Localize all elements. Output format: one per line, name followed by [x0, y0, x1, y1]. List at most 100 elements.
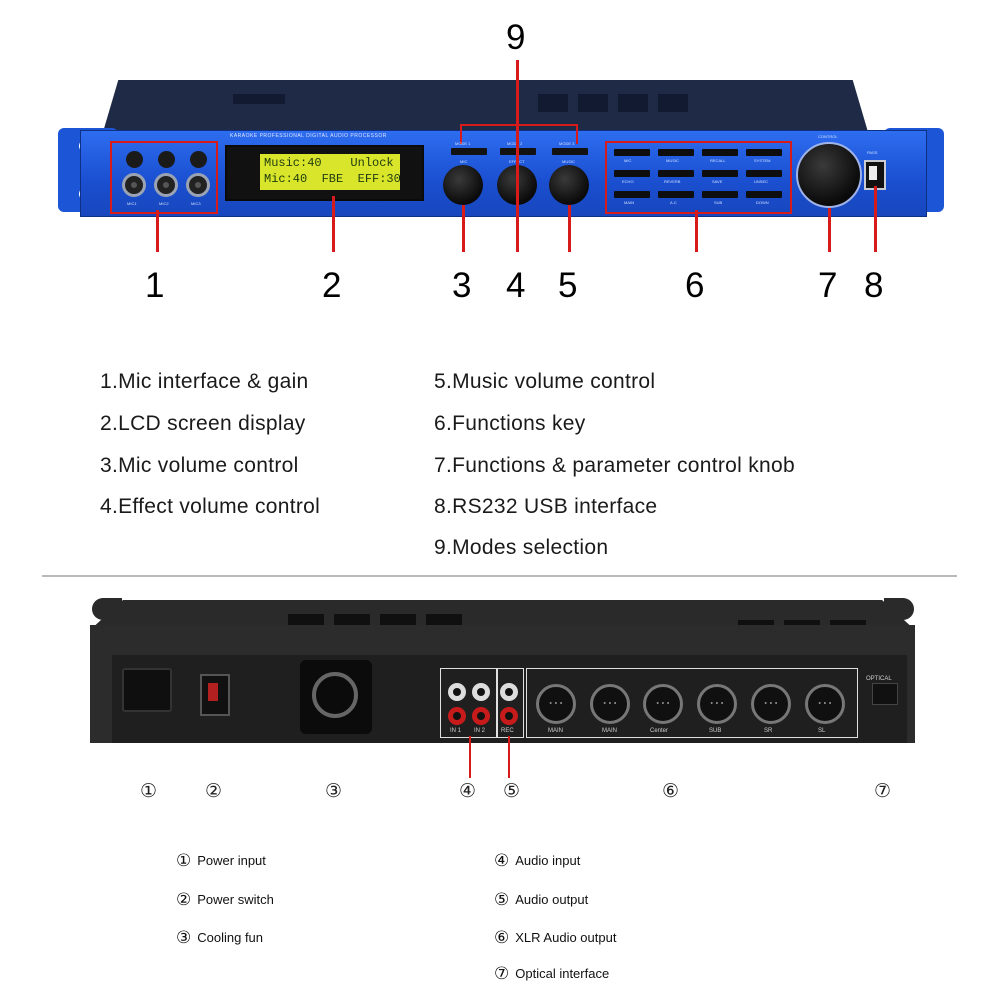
legend-item-5: 5.Music volume control: [434, 370, 656, 393]
xlr-label: Center: [650, 728, 669, 734]
legend-text: Power switch: [197, 892, 274, 907]
xlr-output-main-2[interactable]: [590, 684, 630, 724]
lcd-screen: Music:40 Unlock Mic:40 FBE EFF:30: [260, 154, 401, 190]
function-key-reverb[interactable]: [658, 170, 694, 177]
mode-1-label: MODE 1: [455, 141, 471, 146]
legend-item-4: 4.Effect volume control: [100, 495, 321, 518]
mic3-jack[interactable]: [186, 173, 210, 197]
mode-1-button[interactable]: [451, 148, 487, 155]
function-key-unsec[interactable]: [746, 170, 782, 177]
function-key-recall[interactable]: [702, 149, 738, 156]
xlr-output-center[interactable]: [643, 684, 683, 724]
rear-legend-5: ⑤ Audio output: [494, 889, 588, 909]
input-1-rca-red[interactable]: [448, 707, 466, 725]
function-key-echo[interactable]: [614, 170, 650, 177]
xlr-output-box: [526, 668, 858, 738]
callout-3: 3: [452, 266, 472, 305]
top-vent: [658, 94, 688, 112]
mic3-label: MIC3: [191, 201, 201, 206]
xlr-output-sub[interactable]: [697, 684, 737, 724]
mic3-gain-knob[interactable]: [190, 151, 207, 168]
leader-5: [568, 205, 571, 252]
mic2-label: MIC2: [159, 201, 169, 206]
mic-volume-knob[interactable]: [443, 165, 483, 205]
input-2-rca-red[interactable]: [472, 707, 490, 725]
fkey-label: MAIN: [624, 200, 634, 205]
mic2-gain-knob[interactable]: [158, 151, 175, 168]
leader-3: [462, 205, 465, 252]
top-vent: [233, 94, 285, 104]
rear-callout-3: ③: [325, 781, 343, 802]
lcd-line-1: Music:40 Unlock: [264, 156, 394, 170]
legend-text: Optical interface: [515, 966, 610, 981]
rec-rca-red[interactable]: [500, 707, 518, 725]
fkey-label: MUSIC: [666, 158, 679, 163]
fkey-label: DOWN: [756, 200, 769, 205]
callout-9: 9: [506, 18, 526, 57]
legend-item-9: 9.Modes selection: [434, 536, 609, 559]
callout-8: 8: [864, 266, 884, 305]
power-switch[interactable]: [200, 674, 230, 716]
function-keys-highlight: [605, 141, 792, 214]
fkey-label: UNSEC: [754, 179, 769, 184]
mic1-jack[interactable]: [122, 173, 146, 197]
fkey-label: SYSTEM: [754, 158, 771, 163]
function-key-down[interactable]: [746, 191, 782, 198]
function-key-sub[interactable]: [702, 191, 738, 198]
mic1-label: MIC1: [127, 201, 137, 206]
rear-legend-7: ⑦ Optical interface: [494, 963, 609, 983]
legend-num: ④: [494, 851, 510, 870]
control-label: CONTROL: [818, 134, 838, 139]
mic2-jack[interactable]: [154, 173, 178, 197]
leader-4-9: [516, 60, 519, 252]
xlr-label: SR: [764, 728, 773, 734]
parameter-control-knob[interactable]: [796, 142, 862, 208]
rear-callout-6: ⑥: [662, 781, 680, 802]
power-input-socket[interactable]: [122, 668, 172, 712]
legend-num: ⑥: [494, 928, 510, 947]
cooling-fan: [300, 660, 372, 734]
function-key-save[interactable]: [702, 170, 738, 177]
legend-num: ①: [176, 851, 192, 870]
function-key-music[interactable]: [658, 149, 694, 156]
function-key-system[interactable]: [746, 149, 782, 156]
xlr-label: MAIN: [602, 728, 617, 734]
rec-rca-white[interactable]: [500, 683, 518, 701]
callout-7: 7: [818, 266, 838, 305]
leader-audio-output: [508, 736, 510, 778]
legend-num: ⑤: [494, 890, 510, 909]
legend-item-3: 3.Mic volume control: [100, 454, 299, 477]
xlr-label: SL: [818, 728, 826, 734]
rear-callout-4: ④: [459, 781, 477, 802]
xlr-output-sr[interactable]: [751, 684, 791, 724]
legend-text: Audio output: [515, 892, 589, 907]
lcd-display: Music:40 Unlock Mic:40 FBE EFF:30: [225, 145, 424, 201]
xlr-output-main-1[interactable]: [536, 684, 576, 724]
fkey-label: ECHO: [622, 179, 634, 184]
music-knob-label: MUSIC: [562, 159, 575, 164]
top-vent: [578, 94, 608, 112]
usb-label: PASS: [867, 150, 878, 155]
function-key-main[interactable]: [614, 191, 650, 198]
mode-3-button[interactable]: [552, 148, 588, 155]
callout-2: 2: [322, 266, 342, 305]
mic-knob-label: MIC: [460, 159, 468, 164]
rear-callout-2: ②: [205, 781, 223, 802]
input-2-rca-white[interactable]: [472, 683, 490, 701]
modes-highlight: [460, 124, 578, 144]
function-key-mic[interactable]: [614, 149, 650, 156]
legend-num: ⑦: [494, 964, 510, 983]
rear-callout-7: ⑦: [874, 781, 892, 802]
top-vent: [618, 94, 648, 112]
optical-port[interactable]: [872, 683, 898, 705]
input-1-rca-white[interactable]: [448, 683, 466, 701]
function-key-ac[interactable]: [658, 191, 694, 198]
mic1-gain-knob[interactable]: [126, 151, 143, 168]
music-volume-knob[interactable]: [549, 165, 589, 205]
callout-4: 4: [506, 266, 526, 305]
xlr-output-sl[interactable]: [805, 684, 845, 724]
leader-7: [828, 208, 831, 252]
fkey-label: RECALL: [710, 158, 726, 163]
